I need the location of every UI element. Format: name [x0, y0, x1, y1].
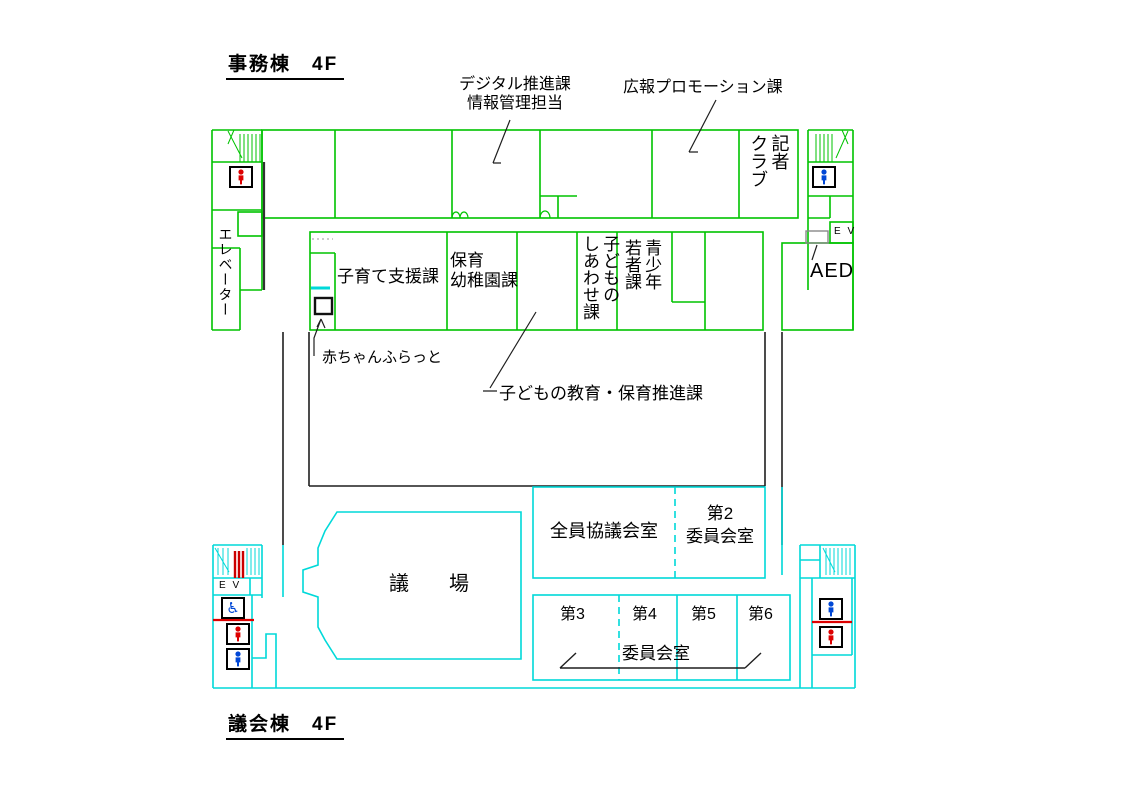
- office-building-title: 事務棟 4F: [226, 54, 345, 81]
- committee-room-5-label: 第5: [691, 606, 716, 623]
- assembly-hall-label: 議 場: [389, 573, 469, 595]
- female-toilet-icon: [819, 626, 843, 648]
- press-club-room-label: 記者 クラブ: [748, 134, 790, 188]
- committee-bracket-line: [559, 652, 762, 669]
- accessible-toilet-icon: ♿: [221, 597, 245, 619]
- female-toilet-icon: [226, 623, 250, 645]
- committee-room-6-label: 第6: [748, 606, 773, 623]
- female-toilet-icon: [229, 166, 253, 188]
- committee-room-4-label: 第4: [632, 606, 657, 623]
- office-building-walls: [211, 129, 854, 331]
- male-toilet-icon: [226, 648, 250, 670]
- committee-room-2-label: 第2 委員会室: [686, 504, 754, 546]
- stairs-red-marks-lower-left: [233, 551, 245, 578]
- male-toilet-icon: [819, 598, 843, 620]
- digital-promotion-callout: デジタル推進課 情報管理担当: [459, 76, 571, 112]
- child-welfare-room-label: 子どもの しあわせ課: [580, 235, 620, 320]
- council-building-title: 議会棟 4F: [226, 714, 345, 741]
- stairs-icon-lower-right: [822, 547, 851, 575]
- council-building-walls: [212, 486, 856, 689]
- pr-promotion-callout: 広報プロモーション課: [623, 79, 783, 96]
- toilet-divider-lines: [213, 618, 852, 624]
- aed-label: AED: [810, 260, 855, 282]
- wheelchair-icon: ♿: [226, 599, 240, 617]
- child-education-callout: 子どもの教育・保育推進課: [499, 384, 703, 403]
- nursery-kindergarten-room-label: 保育 幼稚園課: [450, 251, 518, 291]
- elevator-ev-label-upper: E V: [834, 226, 857, 237]
- stairs-icon-lower-left: [214, 547, 260, 575]
- male-toilet-icon: [812, 166, 836, 188]
- baby-flat-callout: 赤ちゃんふらっと: [322, 349, 443, 366]
- baby-flat-marker-square: [313, 296, 334, 316]
- committee-room-3-label: 第3: [560, 606, 585, 623]
- elevator-label: エレベーター: [217, 227, 234, 317]
- stairs-icon-upper-right: [815, 129, 849, 162]
- plenary-council-room-label: 全員協議会室: [550, 521, 658, 541]
- aed-box-icon: [805, 230, 829, 244]
- stairs-icon-upper-left: [227, 129, 261, 162]
- childcare-support-room-label: 子育て支援課: [337, 267, 439, 286]
- corridor-walls: [282, 332, 783, 545]
- youth-division-room-label: 青少年 若者課: [622, 239, 662, 290]
- callout-leader-lines: [313, 99, 818, 392]
- committee-rooms-group-label: 委員会室: [622, 644, 690, 663]
- elevator-ev-label-lower: E V: [219, 580, 242, 591]
